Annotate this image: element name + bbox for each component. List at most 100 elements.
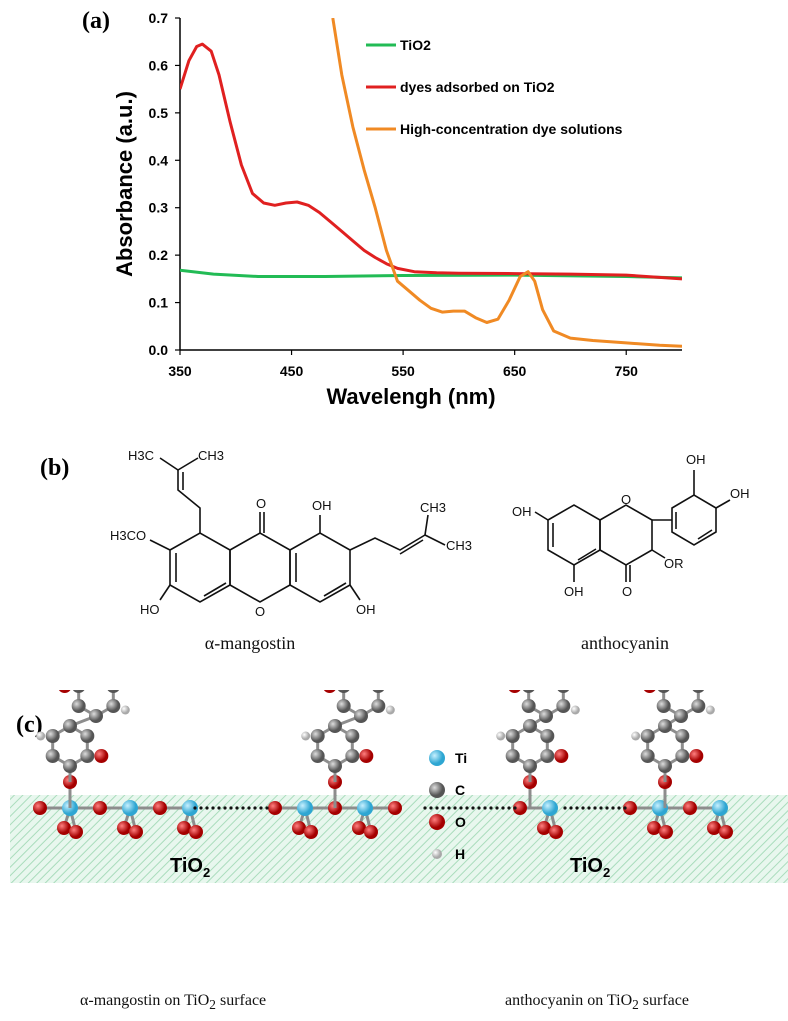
legend-label-Ti: Ti [455, 750, 467, 766]
anthocyanin-oh-left: OH [512, 504, 532, 519]
atom-O [177, 821, 191, 835]
x-tick-label: 350 [168, 363, 192, 379]
dotted-link [489, 806, 493, 810]
atom-O [683, 801, 697, 815]
atom-C [310, 729, 325, 743]
anthocyanin-carbonyl-o: O [622, 584, 632, 599]
atom-C [691, 699, 706, 713]
dotted-link [587, 806, 591, 810]
anthocyanin-ring-o: O [621, 492, 631, 507]
dotted-link [423, 806, 427, 810]
atom-O [388, 801, 402, 815]
mangostin-ho: HO [140, 602, 160, 617]
legend-label-C: C [455, 782, 465, 798]
atom-O [707, 821, 721, 835]
legend-atom-O [429, 814, 445, 830]
dotted-link [435, 806, 439, 810]
anthocyanin-oh-bottom: OH [564, 584, 584, 599]
legend-atom-C [429, 782, 445, 798]
mangostin-oh-top: OH [312, 498, 332, 513]
atom-O [304, 825, 318, 839]
atom-H [570, 705, 580, 715]
dotted-link [211, 806, 215, 810]
atom-O [94, 749, 109, 763]
mangostin-carbonyl-o: O [256, 496, 266, 511]
dotted-link [241, 806, 245, 810]
atom-C [505, 729, 520, 743]
atom-H [496, 731, 506, 741]
atom-C [89, 709, 103, 723]
legend-atom-H [432, 849, 442, 859]
dotted-link [217, 806, 221, 810]
x-axis-title: Wavelengh (nm) [326, 384, 495, 409]
legend-label-O: O [455, 814, 466, 830]
dotted-link [575, 806, 579, 810]
dotted-link [513, 806, 517, 810]
dotted-link [229, 806, 233, 810]
series-line-2 [331, 18, 682, 348]
atom-C [72, 690, 85, 693]
atom-C [539, 709, 553, 723]
atom-C [675, 729, 690, 743]
atom-O [689, 749, 704, 763]
atom-C [556, 699, 571, 713]
atom-C [80, 729, 95, 743]
atom-C [674, 709, 688, 723]
mangostin-structure [149, 457, 446, 603]
dotted-link [593, 806, 597, 810]
atom-H [385, 705, 395, 715]
atom-C [523, 719, 537, 733]
atom-O [93, 801, 107, 815]
atom-C [345, 729, 360, 743]
atom-C [540, 729, 555, 743]
mangostin-ch3-right-top: CH3 [420, 500, 446, 515]
dotted-link [235, 806, 239, 810]
atom-O [359, 749, 374, 763]
atom-C [106, 699, 121, 713]
atom-C [345, 749, 360, 763]
atom-Ti [357, 800, 373, 816]
x-tick-label: 750 [615, 363, 639, 379]
atom-H [36, 731, 46, 741]
atom-O [58, 690, 71, 693]
atom-O [33, 801, 47, 815]
atom-O [153, 801, 167, 815]
series-line-1 [180, 42, 682, 281]
surface-label-right: TiO2 [570, 855, 610, 880]
caption-anthocyanin-surface: anthocyanin on TiO2 surface [505, 992, 689, 1013]
atom-Ti [182, 800, 198, 816]
atom-C [310, 749, 325, 763]
atom-O [554, 749, 569, 763]
atom-O [513, 801, 527, 815]
y-tick-label: 0.5 [149, 105, 169, 121]
mangostin-ch3-top: CH3 [198, 448, 224, 463]
anthocyanin-oh-top1: OH [686, 452, 706, 467]
dotted-link [605, 806, 609, 810]
dotted-link [483, 806, 487, 810]
dotted-link [507, 806, 511, 810]
atom-Ti [712, 800, 728, 816]
dotted-link [265, 806, 269, 810]
atom-C [505, 749, 520, 763]
y-tick-label: 0.3 [149, 200, 169, 216]
structures-figure: H3C CH3 O OH H3CO CH3 CH3 HO O OH OH OH … [110, 448, 750, 619]
atom-C [540, 749, 555, 763]
legend-label-H: H [455, 846, 465, 862]
atom-O [57, 821, 71, 835]
dotted-link [495, 806, 499, 810]
y-tick-label: 0.6 [149, 57, 169, 73]
dotted-link [471, 806, 475, 810]
atom-C [336, 699, 351, 713]
dotted-link [205, 806, 209, 810]
atom-C [523, 759, 537, 773]
atom-O [549, 825, 563, 839]
mangostin-oh-bottom: OH [356, 602, 376, 617]
dotted-link [617, 806, 621, 810]
atom-O [129, 825, 143, 839]
anthocyanin-or: OR [664, 556, 684, 571]
dotted-link [441, 806, 445, 810]
atom-O [352, 821, 366, 835]
atom-H [301, 731, 311, 741]
atom-O [323, 690, 336, 693]
